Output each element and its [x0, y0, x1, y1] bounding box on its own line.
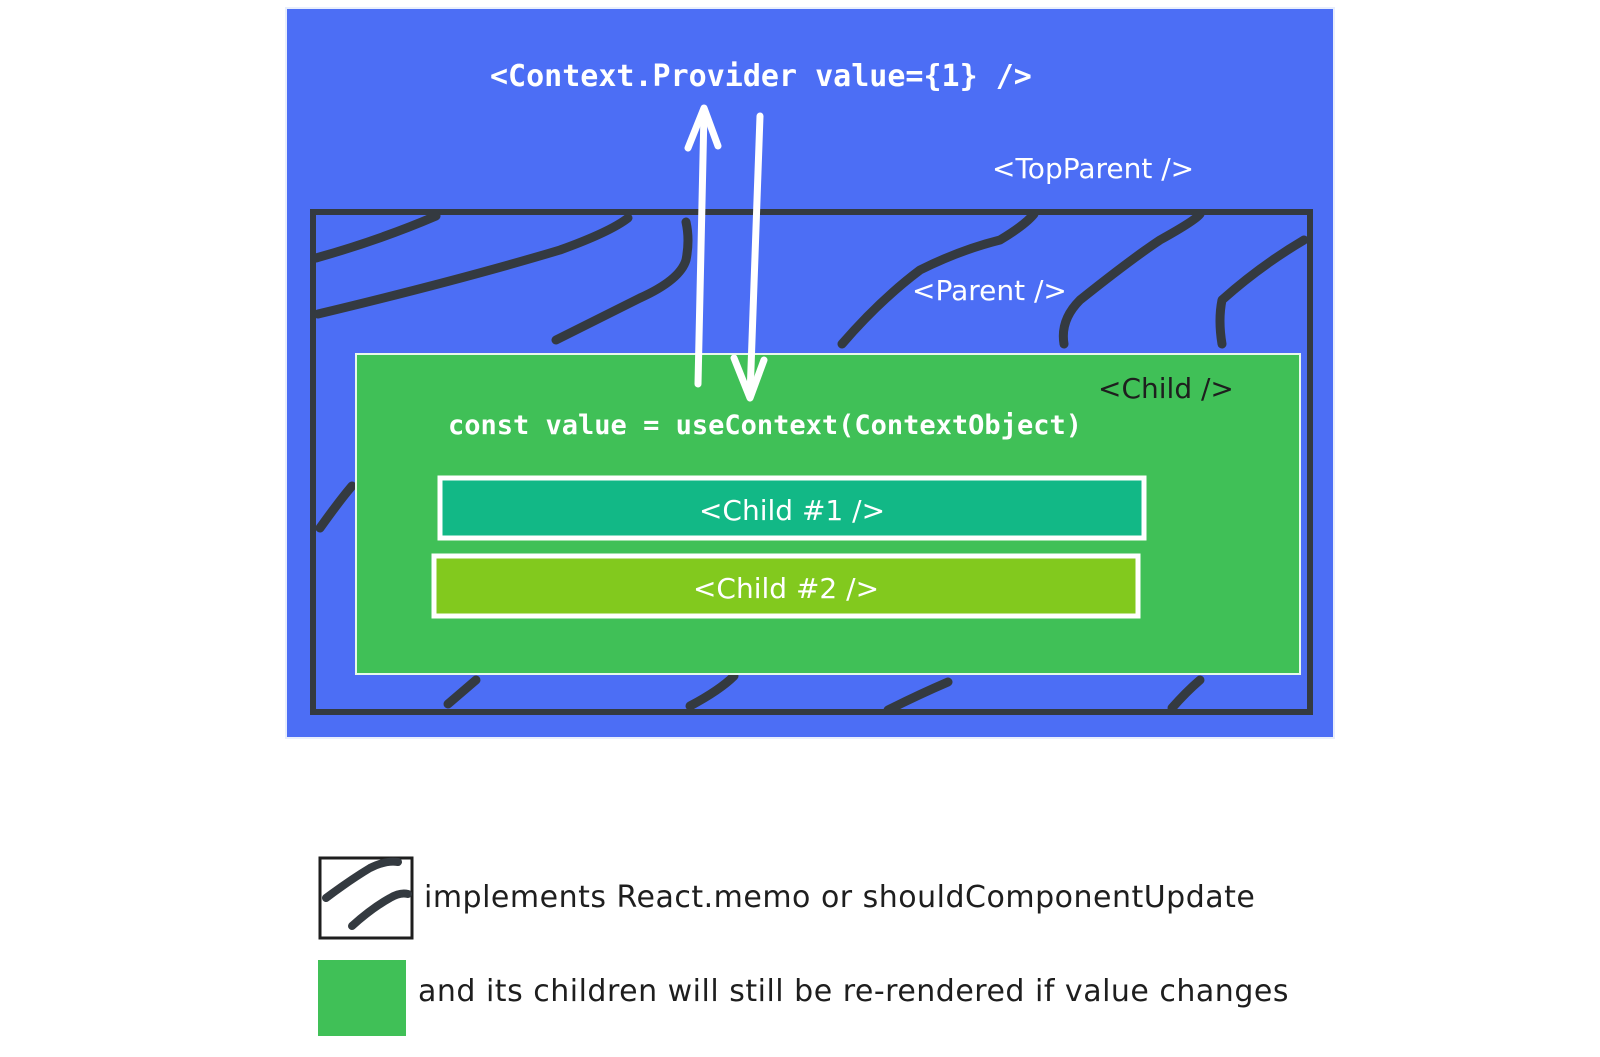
- legend-rerender-text: and its children will still be re-render…: [418, 974, 1289, 1009]
- arrow-down: [730, 112, 768, 402]
- parent-memo-box: [310, 209, 1313, 715]
- legend-memo-text: implements React.memo or shouldComponent…: [424, 880, 1256, 915]
- use-context-label: const value = useContext(ContextObject): [448, 410, 1082, 441]
- memo-hatching: [311, 209, 1309, 715]
- provider-label: <Context.Provider value={1} />: [490, 59, 1032, 94]
- child-label: <Child />: [1098, 372, 1234, 405]
- arrow-up: [684, 104, 722, 388]
- child1-box: [437, 475, 1147, 541]
- parent-label: <Parent />: [912, 274, 1067, 307]
- legend-rerender-swatch: [318, 960, 406, 1036]
- child2-label: <Child #2 />: [693, 572, 879, 605]
- child1-label: <Child #1 />: [699, 494, 885, 527]
- legend-memo-swatch: [318, 856, 414, 940]
- child2-box: [431, 553, 1141, 619]
- top-parent-label: <TopParent />: [992, 152, 1194, 185]
